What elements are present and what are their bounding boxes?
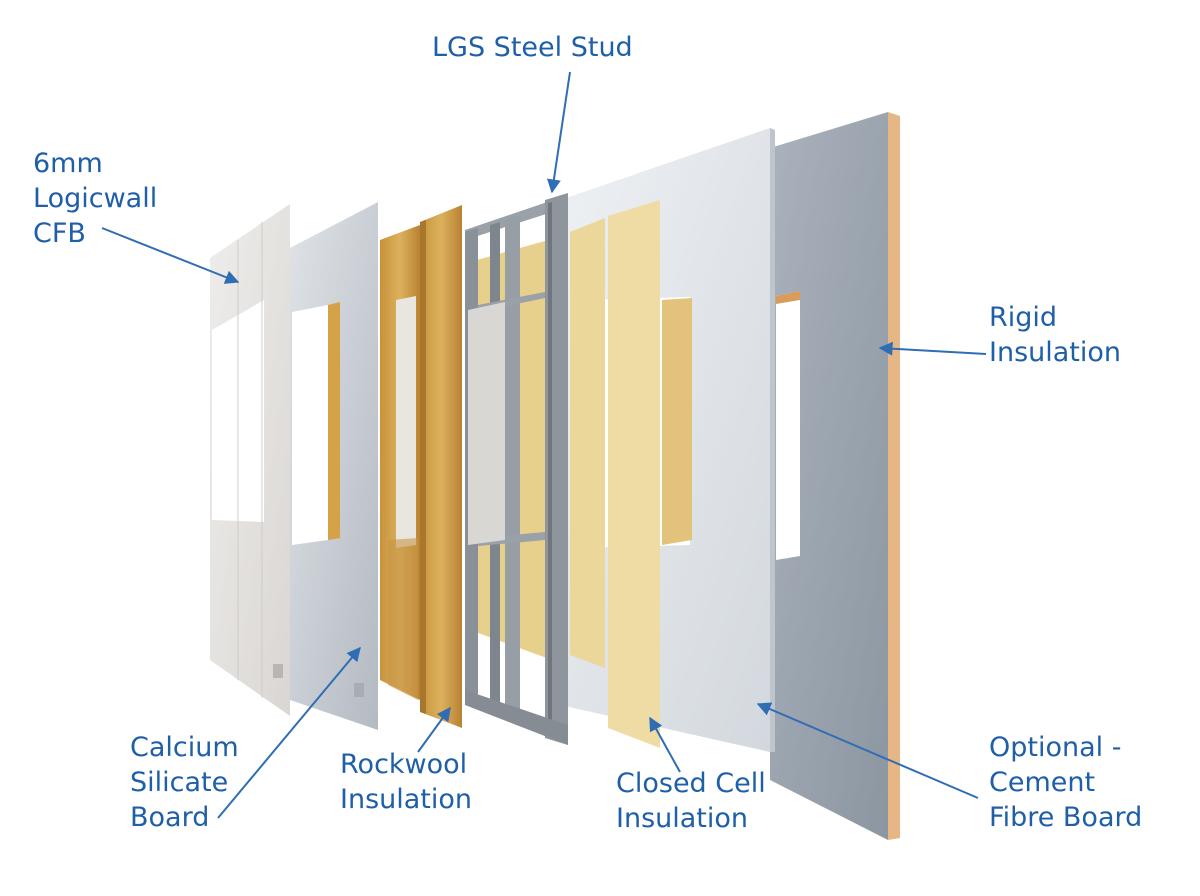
rockwool-insulation-panel — [380, 205, 462, 728]
label-lgs-steel-stud: LGS Steel Stud — [432, 32, 633, 63]
logicwall-cfb-panel — [210, 204, 290, 716]
lgs-steel-stud-frame — [465, 193, 568, 745]
label-optional-cement-fibre-board: Optional - Cement Fibre Board — [989, 732, 1143, 833]
arrow-calcium-silicate-board — [217, 646, 361, 819]
label-calcium-silicate-board: Calcium Silicate Board — [130, 732, 239, 833]
label-closed-cell-insulation: Closed Cell Insulation — [616, 768, 766, 834]
calcium-silicate-board-panel — [290, 202, 378, 730]
arrow-logicwall-cfb — [101, 227, 240, 284]
leader-arrows — [101, 71, 987, 819]
arrow-closed-cell-insulation — [649, 716, 681, 773]
label-rigid-insulation: Rigid Insulation — [989, 302, 1122, 368]
arrow-rockwool-insulation — [417, 706, 451, 753]
arrow-rigid-insulation — [878, 341, 987, 356]
arrow-lgs-steel-stud — [546, 71, 571, 194]
rigid-insulation-panel — [770, 112, 900, 840]
arrow-cement-fibre-board — [756, 702, 979, 799]
label-rockwool-insulation: Rockwool Insulation — [340, 749, 473, 815]
label-logicwall-cfb: 6mm Logicwall CFB — [33, 148, 158, 249]
